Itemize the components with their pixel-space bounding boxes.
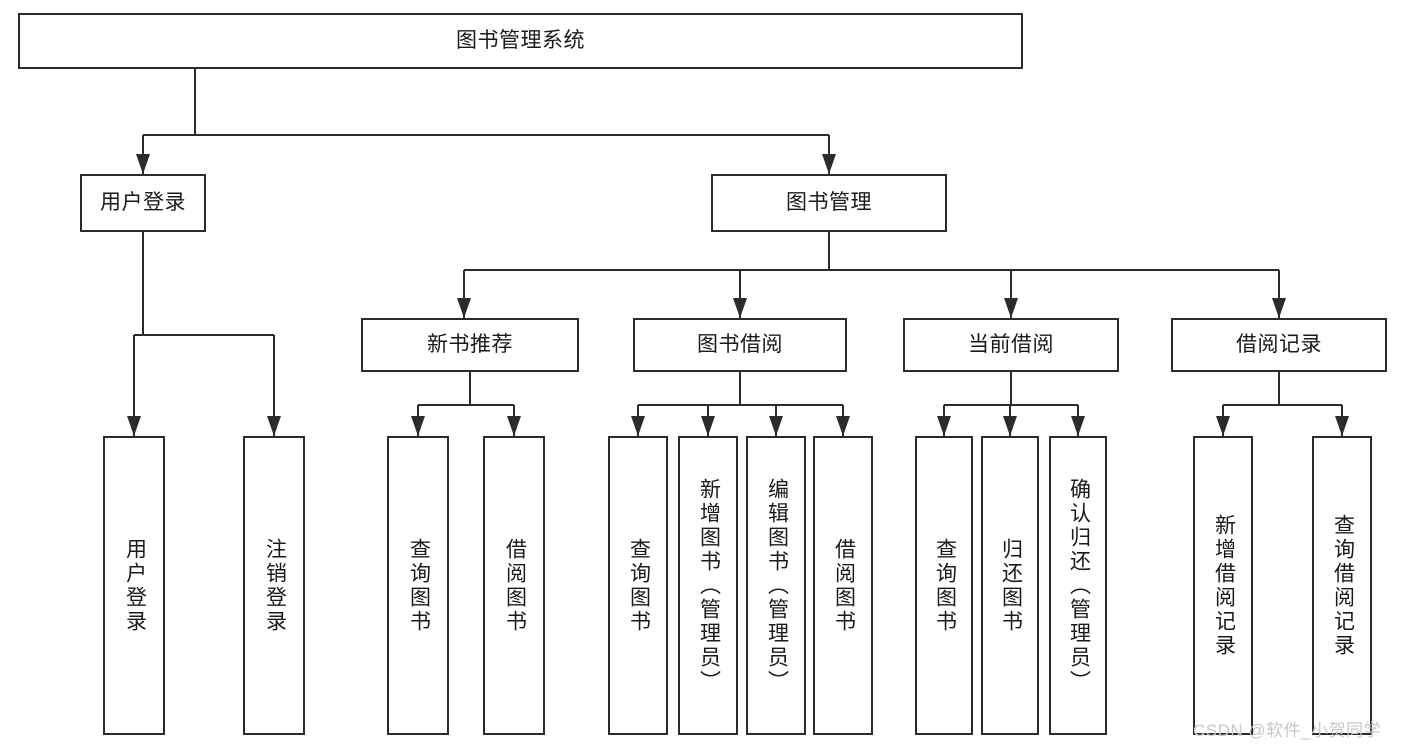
node-label: 新增图书（管理员） bbox=[697, 477, 721, 694]
node-leaf-borrow-book[interactable]: 借阅图书 bbox=[813, 436, 873, 735]
node-label: 借阅记录 bbox=[1236, 333, 1322, 357]
node-label: 新增借阅记录 bbox=[1212, 513, 1236, 658]
node-label: 图书管理系统 bbox=[456, 29, 585, 53]
node-book-manage[interactable]: 图书管理 bbox=[711, 174, 947, 232]
arrowhead-icon bbox=[1272, 298, 1286, 318]
node-label: 编辑图书（管理员） bbox=[765, 477, 789, 694]
arrowhead-icon bbox=[411, 416, 425, 436]
node-leaf-query-book-rec[interactable]: 查询图书 bbox=[387, 436, 449, 735]
node-label: 用户登录 bbox=[100, 191, 186, 215]
node-leaf-return-book[interactable]: 归还图书 bbox=[981, 436, 1039, 735]
arrowhead-icon bbox=[701, 416, 715, 436]
node-label: 用户登录 bbox=[123, 537, 147, 634]
node-leaf-add-book-admin[interactable]: 新增图书（管理员） bbox=[678, 436, 738, 735]
node-label: 新书推荐 bbox=[427, 333, 513, 357]
node-label: 查询图书 bbox=[627, 537, 651, 634]
node-leaf-query-book-borrow[interactable]: 查询图书 bbox=[608, 436, 668, 735]
arrowhead-icon bbox=[769, 416, 783, 436]
arrowhead-icon bbox=[127, 416, 141, 436]
node-borrow-record[interactable]: 借阅记录 bbox=[1171, 318, 1387, 372]
arrowhead-icon bbox=[1216, 416, 1230, 436]
arrowhead-icon bbox=[136, 154, 150, 174]
node-user-login[interactable]: 用户登录 bbox=[80, 174, 206, 232]
arrowhead-icon bbox=[836, 416, 850, 436]
node-label: 注销登录 bbox=[263, 537, 287, 634]
node-label: 借阅图书 bbox=[503, 537, 527, 634]
node-current-borrow[interactable]: 当前借阅 bbox=[903, 318, 1119, 372]
node-label: 查询图书 bbox=[933, 537, 957, 634]
node-leaf-edit-book-admin[interactable]: 编辑图书（管理员） bbox=[746, 436, 806, 735]
node-leaf-confirm-return-admin[interactable]: 确认归还（管理员） bbox=[1049, 436, 1107, 735]
node-label: 查询图书 bbox=[407, 537, 431, 634]
arrowhead-icon bbox=[1071, 416, 1085, 436]
arrowhead-icon bbox=[1004, 298, 1018, 318]
node-label: 借阅图书 bbox=[832, 537, 856, 634]
arrowhead-icon bbox=[631, 416, 645, 436]
node-leaf-user-login[interactable]: 用户登录 bbox=[103, 436, 165, 735]
arrowhead-icon bbox=[1003, 416, 1017, 436]
arrowhead-icon bbox=[457, 298, 471, 318]
node-leaf-query-borrow-record[interactable]: 查询借阅记录 bbox=[1312, 436, 1372, 735]
node-label: 图书管理 bbox=[786, 191, 872, 215]
node-leaf-query-book-current[interactable]: 查询图书 bbox=[915, 436, 973, 735]
node-root[interactable]: 图书管理系统 bbox=[18, 13, 1023, 69]
node-label: 归还图书 bbox=[999, 537, 1023, 634]
node-label: 查询借阅记录 bbox=[1331, 513, 1355, 658]
node-label: 确认归还（管理员） bbox=[1067, 477, 1091, 694]
arrowhead-icon bbox=[507, 416, 521, 436]
arrowhead-icon bbox=[822, 154, 836, 174]
arrowhead-icon bbox=[733, 298, 747, 318]
node-leaf-add-borrow-record[interactable]: 新增借阅记录 bbox=[1193, 436, 1253, 735]
node-label: 当前借阅 bbox=[968, 333, 1054, 357]
node-label: 图书借阅 bbox=[697, 333, 783, 357]
arrowhead-icon bbox=[267, 416, 281, 436]
arrowhead-icon bbox=[937, 416, 951, 436]
node-new-book-recommend[interactable]: 新书推荐 bbox=[361, 318, 579, 372]
node-leaf-logout-login[interactable]: 注销登录 bbox=[243, 436, 305, 735]
node-book-borrow[interactable]: 图书借阅 bbox=[633, 318, 847, 372]
node-leaf-borrow-book-rec[interactable]: 借阅图书 bbox=[483, 436, 545, 735]
arrowhead-icon bbox=[1335, 416, 1349, 436]
